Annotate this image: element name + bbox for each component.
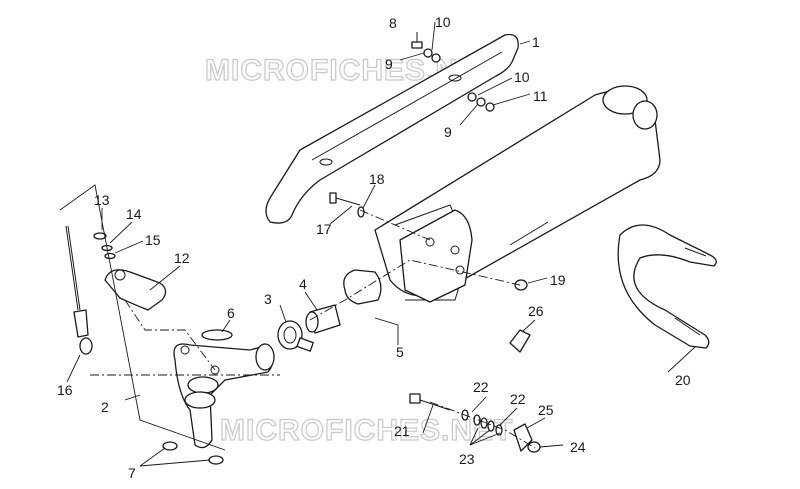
callout-16: 16 — [57, 382, 73, 398]
callout-9-mid: 9 — [444, 124, 452, 140]
callout-11: 11 — [533, 88, 548, 104]
callout-10-mid: 10 — [514, 69, 530, 85]
callout-1: 1 — [532, 34, 540, 50]
callout-6: 6 — [227, 305, 235, 321]
callout-22-left: 22 — [473, 379, 489, 395]
ring-gasket-part[interactable] — [201, 329, 233, 341]
washer-part[interactable] — [423, 48, 495, 112]
exhaust-pipe-part[interactable] — [173, 343, 275, 449]
callout-labels: 1 2 3 4 5 6 7 8 9 9 10 10 11 12 13 14 15… — [57, 14, 691, 481]
watermark-bottom: MICROFICHES.NET — [220, 414, 513, 447]
callout-20: 20 — [675, 372, 691, 388]
callout-14: 14 — [126, 206, 142, 222]
callout-13: 13 — [94, 192, 110, 208]
callout-2: 2 — [101, 399, 109, 415]
washer-18-part[interactable] — [357, 206, 365, 218]
long-screw-part[interactable] — [409, 393, 451, 411]
rubber-pin-part[interactable] — [509, 329, 531, 353]
callout-18: 18 — [369, 171, 385, 187]
screw-part[interactable] — [411, 32, 423, 49]
callout-9-top: 9 — [385, 56, 393, 72]
clamp-part[interactable] — [277, 320, 314, 352]
spacer-part[interactable] — [513, 423, 533, 452]
callout-24: 24 — [570, 439, 586, 455]
callout-12: 12 — [174, 250, 190, 266]
callout-4: 4 — [299, 276, 307, 292]
callout-21: 21 — [394, 423, 410, 439]
callout-25: 25 — [538, 402, 554, 418]
nut-19-part[interactable] — [514, 279, 528, 291]
lambda-sensor-part[interactable] — [65, 225, 93, 355]
callout-8: 8 — [389, 15, 397, 31]
callout-3: 3 — [264, 291, 272, 307]
silencer-part[interactable] — [343, 85, 661, 305]
strap-part[interactable] — [617, 224, 717, 349]
callout-5: 5 — [396, 344, 404, 360]
callout-19: 19 — [550, 272, 566, 288]
callout-22-right: 22 — [510, 391, 526, 407]
callout-10-top: 10 — [435, 14, 451, 30]
bolt-part[interactable] — [329, 192, 361, 206]
callout-26: 26 — [528, 303, 544, 319]
nut-part[interactable] — [162, 441, 224, 465]
alignment-lines — [90, 209, 536, 449]
nut-24-part[interactable] — [527, 441, 541, 453]
callout-15: 15 — [145, 232, 161, 248]
leader-lines — [59, 21, 696, 467]
callout-23: 23 — [459, 451, 475, 467]
heat-shield-part[interactable] — [265, 33, 519, 224]
callout-17: 17 — [316, 221, 332, 237]
callout-7: 7 — [128, 465, 136, 481]
bracket-part[interactable] — [104, 269, 167, 311]
